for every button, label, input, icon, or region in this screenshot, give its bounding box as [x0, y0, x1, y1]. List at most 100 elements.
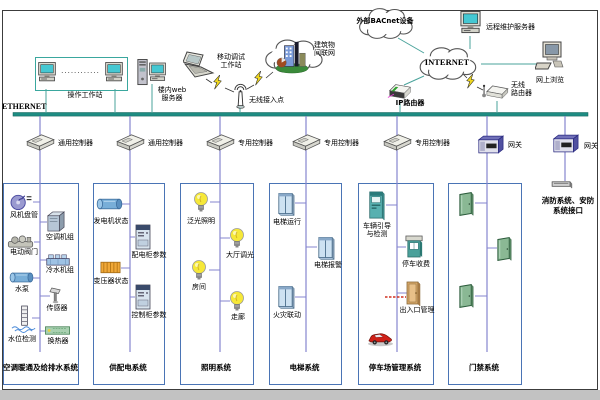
item-label: 房间 — [192, 283, 206, 291]
gateway-icon — [476, 134, 504, 155]
item-label: 大厅调光 — [226, 251, 254, 259]
item-label: 泛光照明 — [187, 217, 215, 225]
item-label: 传感器 — [46, 304, 68, 312]
bulb-icon — [190, 259, 208, 283]
controller-label: 专用控制器 — [415, 139, 450, 147]
item-label: 车辆引导 与检测 — [363, 222, 391, 239]
generator-icon — [96, 196, 123, 212]
elevator-door-icon — [275, 191, 296, 217]
cabinet-icon — [133, 284, 153, 310]
controller-icon — [26, 132, 55, 151]
power-system-box — [93, 183, 165, 385]
item-label: 火灾联动 — [273, 311, 301, 319]
item-label: 发电机状态 — [93, 217, 129, 225]
item-label: 走廊 — [231, 313, 245, 321]
controller-label: 专用控制器 — [324, 139, 359, 147]
internet-label: INTERNET — [424, 57, 470, 67]
gateway-label: 网关 — [508, 141, 522, 149]
building-cloud-label: 建筑物 间联网 — [314, 41, 335, 58]
system-name: 电梯系统 — [289, 363, 320, 372]
system-name: 门禁系统 — [469, 363, 499, 372]
system-name: 空调暖通及给排水系统 — [3, 363, 78, 372]
computer-icon — [148, 61, 167, 84]
system-name: 照明系统 — [201, 363, 231, 372]
laptop-icon — [183, 50, 215, 78]
computer-icon — [459, 10, 482, 36]
wireless-router-icon — [479, 83, 510, 102]
operator-workstation-label: 操作工作站 — [67, 91, 103, 99]
entrance-door-icon — [385, 280, 423, 306]
car-icon — [367, 329, 394, 347]
elevator-door-icon — [315, 235, 336, 261]
item-label: 冷水机组 — [46, 266, 74, 274]
item-label: 控制柜参数 — [131, 311, 167, 319]
sensor-icon — [48, 287, 63, 304]
controller-label: 通用控制器 — [58, 139, 93, 147]
diagram-border — [2, 10, 598, 390]
item-label: 变压器状态 — [93, 277, 129, 285]
computer-icon — [104, 61, 124, 84]
transformer-icon — [99, 258, 122, 276]
fire-security-interface-label: 消防系统、安防 系统接口 — [541, 196, 595, 215]
web-server-label: 楼内web 服务器 — [157, 86, 187, 103]
remote-server-label: 远程维护服务器 — [486, 23, 535, 31]
controller-icon — [292, 132, 321, 151]
item-label: 电梯报警 — [314, 261, 342, 269]
item-label: 风机盘管 — [10, 211, 38, 219]
toll-booth-icon — [404, 234, 425, 259]
mobile-debug-label: 移动调试 工作站 — [217, 53, 245, 70]
item-label: 空调机组 — [46, 233, 74, 241]
crt-computer-icon — [535, 41, 565, 73]
access-door-icon — [457, 283, 476, 309]
ethernet-bus — [12, 112, 589, 117]
building-icon — [273, 40, 311, 74]
web-browse-label: 网上浏览 — [536, 76, 564, 84]
item-label: 电梯运行 — [273, 218, 301, 226]
antenna-icon — [233, 83, 248, 110]
wireless-router-label: 无线 路由器 — [511, 81, 532, 98]
lightning-bolt-icon — [464, 74, 477, 89]
elevator-door-icon — [275, 284, 296, 310]
computer-icon — [37, 61, 57, 84]
bottom-gray-strip — [0, 390, 600, 400]
heat-exchanger-icon — [43, 324, 72, 337]
item-label: 电动阀门 — [10, 248, 38, 256]
gateway-label: 网关 — [584, 142, 598, 150]
controller-label: 专用控制器 — [238, 139, 273, 147]
item-label: 出入口管理 — [399, 306, 435, 314]
lightning-bolt-icon — [211, 75, 224, 90]
ethernet-label: ETHERNET — [2, 102, 47, 111]
wireless-ap-label: 无线接入点 — [249, 96, 284, 104]
hvac-system-box — [3, 183, 79, 385]
kiosk-icon — [366, 190, 387, 221]
fan-coil-icon — [8, 192, 34, 211]
controller-icon — [206, 132, 235, 151]
cabinet-icon — [133, 224, 153, 250]
access-door-icon — [457, 191, 476, 217]
pump-icon — [9, 270, 34, 285]
bulb-icon — [228, 290, 246, 314]
access-system-box — [448, 183, 522, 385]
bacnet-cloud-label: 外部BACnet设备 — [356, 17, 414, 25]
lighting-system-box — [180, 183, 254, 385]
item-label: 水位检测 — [8, 335, 36, 343]
item-label: 配电柜参数 — [131, 251, 167, 259]
access-door-icon — [495, 236, 514, 262]
item-label: 停车收费 — [402, 260, 430, 268]
valve-icon — [6, 234, 35, 249]
parking-system-box — [358, 183, 434, 385]
system-name: 停车场管理系统 — [368, 363, 422, 372]
controller-icon — [116, 132, 145, 151]
chiller-icon — [45, 252, 71, 267]
ip-router-label: IP路由器 — [395, 99, 425, 107]
workstation-dots: ............ — [61, 67, 100, 75]
bulb-icon — [228, 227, 246, 251]
gateway-icon — [551, 133, 579, 154]
workstation-group-box — [35, 57, 128, 91]
ac-unit-icon — [45, 210, 66, 233]
water-level-icon — [11, 305, 38, 334]
interface-connector-icon — [551, 180, 573, 189]
bulb-icon — [192, 191, 210, 215]
